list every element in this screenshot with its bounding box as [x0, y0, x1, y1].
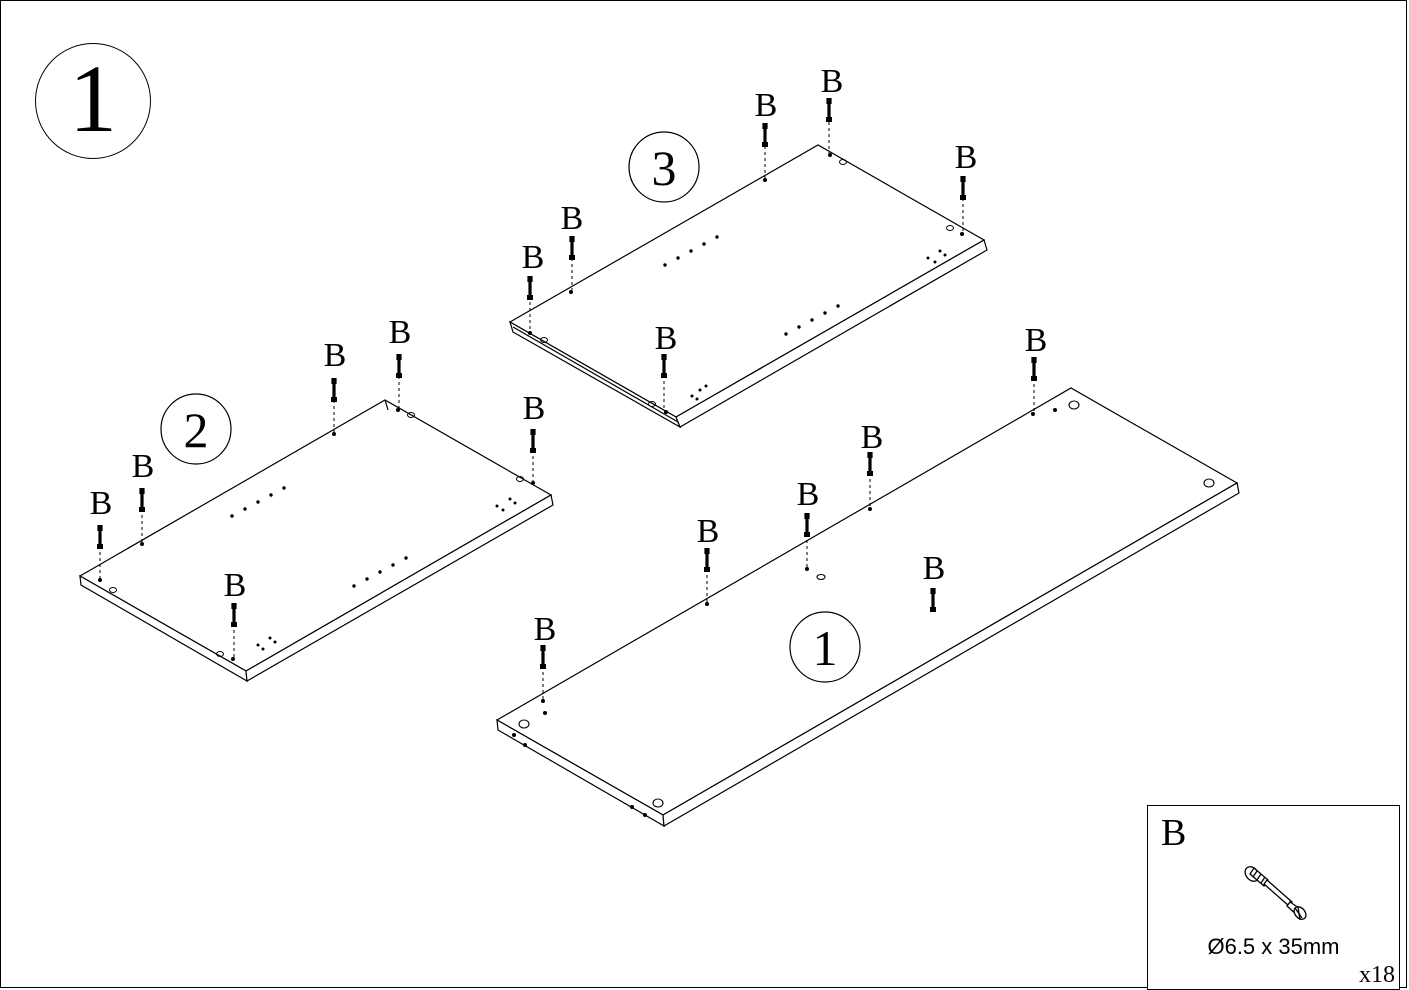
- fastener-label: B: [389, 314, 412, 351]
- part-number-3: 3: [628, 131, 700, 203]
- dowel-p2-3: [530, 429, 536, 481]
- fastener-label: B: [561, 200, 584, 237]
- panel-3-holes: [528, 153, 964, 414]
- step-number: 1: [69, 45, 117, 152]
- fastener-label: B: [523, 390, 546, 427]
- fastener-label: B: [1025, 322, 1048, 359]
- hardware-legend: B Ø6.5 x 35mm x18: [1147, 805, 1400, 990]
- fastener-label: B: [324, 337, 347, 374]
- fastener-label: B: [923, 550, 946, 587]
- dowel-p3-3: [960, 176, 966, 232]
- panel-2-holes: [98, 408, 535, 661]
- dowels: [97, 98, 1037, 699]
- dowel-p2-1: [396, 354, 402, 408]
- cam-dowel-icon: [1244, 866, 1307, 921]
- fastener-labels: B B B B B B B B B B B B B B B B B B: [90, 63, 1048, 648]
- dowel-p1-4: [704, 548, 710, 602]
- fastener-label: B: [132, 448, 155, 485]
- fastener-label: B: [861, 419, 884, 456]
- dowel-p2-4: [139, 488, 145, 542]
- fastener-label: B: [697, 513, 720, 550]
- fastener-quantity: x18: [1359, 962, 1395, 988]
- panel-3-cam-holes: [540, 159, 954, 407]
- dowel-p3-1: [826, 98, 832, 153]
- panel-1-holes: [512, 408, 1057, 817]
- part-number-label: 2: [184, 402, 209, 458]
- part-number-label: 3: [652, 140, 677, 196]
- panel-1-cam-holes: [518, 400, 1215, 808]
- panel-1: [495, 387, 1240, 828]
- fastener-size: Ø6.5 x 35mm: [1207, 934, 1340, 959]
- fastener-label: B: [755, 87, 778, 124]
- fastener-label: B: [797, 476, 820, 513]
- dowel-p3-4: [569, 236, 575, 290]
- step-number-badge: 1: [35, 43, 151, 159]
- legend-letter: B: [1161, 812, 1187, 854]
- fastener-label: B: [534, 611, 557, 648]
- dowel-p1-2: [867, 452, 873, 507]
- panel-3: [508, 144, 988, 429]
- fastener-label: B: [224, 567, 247, 604]
- fastener-label: B: [90, 485, 113, 522]
- part-number-1: 1: [789, 611, 861, 683]
- panel-2-cam-holes: [109, 412, 524, 657]
- dowel-p1-6: [540, 645, 546, 699]
- dowel-p2-5: [97, 525, 103, 578]
- fastener-label: B: [821, 63, 844, 100]
- dowel-p2-2: [331, 378, 337, 432]
- part-number-2: 2: [160, 393, 232, 465]
- fastener-label: B: [955, 139, 978, 176]
- fastener-label: B: [655, 320, 678, 357]
- part-number-label: 1: [813, 620, 838, 676]
- dowel-p3-2: [762, 123, 768, 178]
- dowel-p1-1: [1031, 357, 1037, 412]
- panel-2: [78, 399, 554, 683]
- fastener-label: B: [522, 239, 545, 276]
